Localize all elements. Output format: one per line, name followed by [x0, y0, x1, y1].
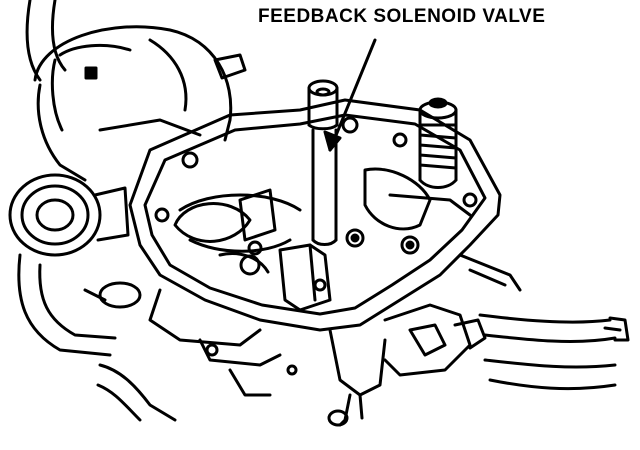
lower-left-hoses: [17, 253, 177, 422]
feedback-solenoid-valve: [307, 79, 339, 246]
gasket-plate: [128, 98, 502, 332]
spring-adjuster: [418, 97, 458, 189]
throttle-body-lower: [148, 288, 487, 427]
feedback-solenoid-valve-label: FEEDBACK SOLENOID VALVE: [258, 6, 546, 27]
vacuum-diaphragm: [8, 173, 130, 257]
left-hose: [25, 0, 67, 82]
right-tubes: [458, 253, 630, 391]
air-horn-body: [33, 25, 247, 182]
throttle-block: [278, 243, 332, 312]
float-bowl-recesses: [173, 188, 277, 274]
callout-leader: [323, 38, 377, 152]
